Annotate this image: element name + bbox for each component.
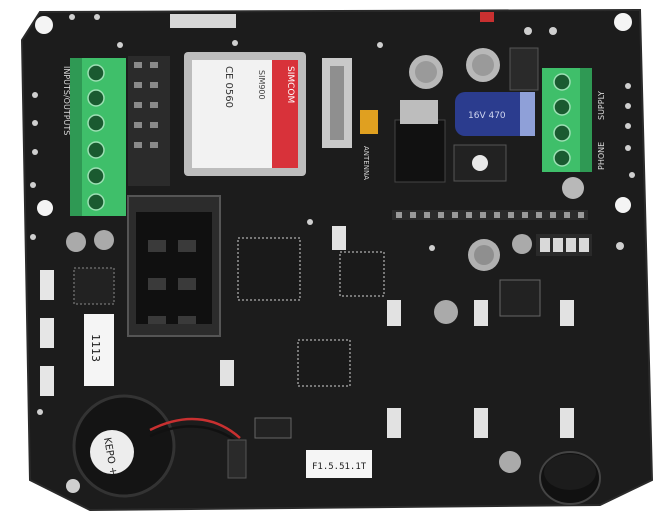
microphone: [539, 451, 601, 505]
ic-chip-square: [339, 251, 385, 297]
mounting-hole-top-left: [35, 16, 53, 34]
capacitor-small: [94, 230, 114, 250]
module-marks-label: CE 0560: [223, 66, 234, 108]
inputs-outputs-label: INPUTS/OUTPUTS: [62, 66, 71, 135]
ic-chip-soic: [73, 267, 115, 305]
connector-small: [227, 439, 247, 479]
gsm-module: SIMCOM SIM900 CE 0560: [184, 52, 306, 176]
smd-components: [220, 226, 574, 438]
phone-supply-terminal-block: [542, 68, 592, 172]
pin-header-left: [128, 56, 170, 186]
electrolytic-capacitor: 16V 470: [455, 92, 535, 136]
capacitor-small: [499, 451, 521, 473]
transistor: [499, 279, 541, 317]
capacitor-small: [434, 300, 458, 324]
antenna-label: ANTENNA: [362, 146, 370, 180]
id-sticker-label: 1113: [89, 334, 102, 362]
version-sticker: F1.5.51.1T: [306, 450, 372, 478]
top-connector-strip: [170, 14, 236, 28]
resistor-array: [536, 234, 592, 256]
version-sticker-label: F1.5.51.1T: [312, 462, 367, 472]
ic-chip-lower: [297, 339, 351, 387]
antenna-connector: [322, 58, 378, 148]
edge-test-points: [30, 14, 635, 415]
pin-header-row: [392, 210, 588, 220]
capacitor-small: [512, 234, 532, 254]
capacitor-small: [66, 232, 86, 252]
sim-card-holder: [127, 195, 221, 337]
microcontroller-chip: [237, 237, 301, 301]
chip-small: [254, 417, 292, 439]
capacitor-marks-label: 16V 470: [468, 111, 506, 121]
power-section: [394, 47, 539, 183]
buzzer: [72, 394, 241, 498]
id-sticker: 1113: [84, 314, 114, 386]
module-model-label: SIM900: [257, 70, 266, 100]
module-brand-label: SIMCOM: [285, 66, 295, 103]
mounting-hole-mid-left: [37, 200, 53, 216]
inputs-outputs-terminal-block: [70, 58, 126, 216]
mounting-hole-bottom-left: [66, 479, 80, 493]
led-indicators: [40, 270, 54, 396]
mounting-hole-mid-right: [615, 197, 631, 213]
supply-label: SUPPLY: [597, 91, 606, 120]
mounting-hole-top-right: [614, 13, 632, 31]
phone-label: PHONE: [597, 142, 606, 170]
